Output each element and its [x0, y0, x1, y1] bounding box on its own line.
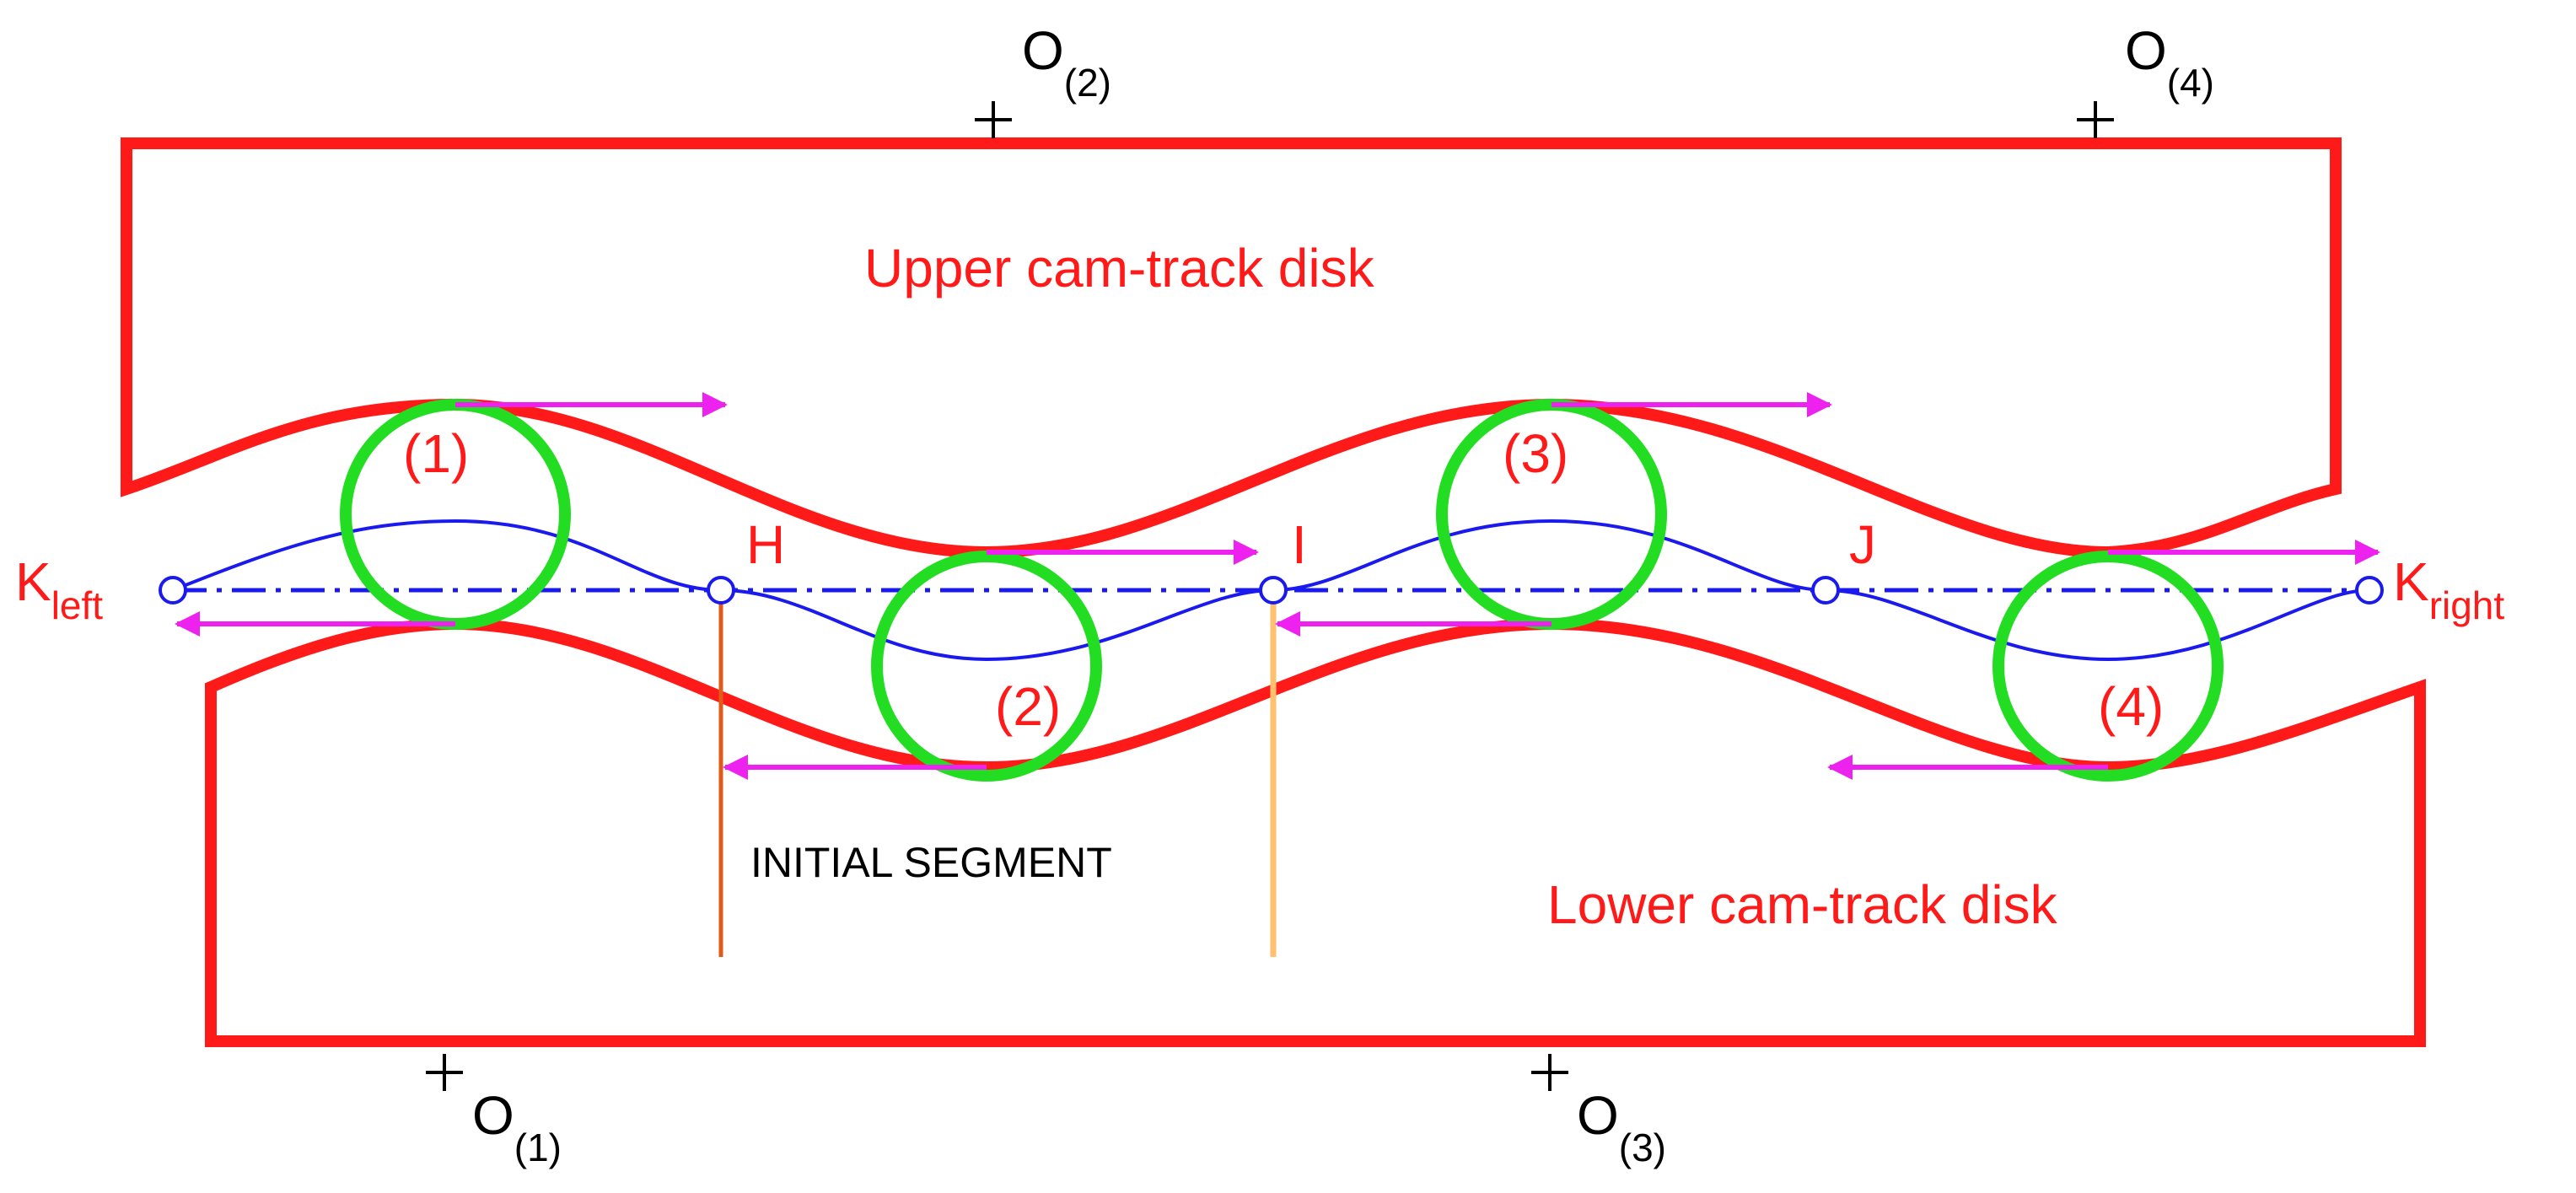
center-o2-sub: (2): [1064, 61, 1111, 105]
center-o1-sub: (1): [514, 1126, 562, 1169]
center-mark-o3: [1531, 1054, 1568, 1091]
center-o3-main: O: [1577, 1085, 1619, 1146]
center-o2-label: O(2): [1022, 20, 1111, 105]
roller-1-label: (1): [403, 423, 469, 484]
center-mark-o4: [2077, 101, 2114, 138]
roller-2-label: (2): [995, 676, 1061, 737]
point-h-marker: [707, 576, 735, 605]
roller-2: [871, 551, 1102, 782]
roller-3-label: (3): [1503, 423, 1568, 484]
lower-disk-label: Lower cam-track disk: [1547, 874, 2058, 935]
center-o2-main: O: [1022, 20, 1064, 81]
point-k-right-sub: right: [2429, 583, 2505, 627]
center-o4-sub: (4): [2167, 61, 2214, 105]
roller-4: [1993, 551, 2224, 782]
point-k-right-label: Kright: [2393, 551, 2504, 627]
center-o1-main: O: [472, 1085, 514, 1146]
point-j-label: J: [1849, 514, 1876, 575]
upper-disk-label: Upper cam-track disk: [864, 238, 1375, 298]
center-o3-label: O(3): [1577, 1085, 1666, 1169]
lower-cam-track-disk: [205, 617, 2426, 1047]
roller-4-label: (4): [2098, 676, 2164, 737]
center-o4-main: O: [2125, 20, 2167, 81]
center-o1-label: O(1): [472, 1085, 562, 1169]
center-mark-o2: [975, 101, 1012, 138]
upper-cam-track-disk: [121, 137, 2342, 559]
point-k-right-main: K: [2393, 551, 2429, 612]
point-k-left-marker: [159, 576, 187, 605]
point-k-left-label: Kleft: [15, 551, 103, 627]
point-h-label: H: [746, 514, 785, 575]
center-o4-label: O(4): [2125, 20, 2214, 105]
center-o3-sub: (3): [1619, 1126, 1666, 1169]
point-k-right-marker: [2355, 576, 2384, 605]
point-i-label: I: [1292, 514, 1307, 575]
point-i-marker: [1259, 576, 1288, 605]
point-j-marker: [1811, 576, 1840, 605]
initial-segment-label: INITIAL SEGMENT: [750, 839, 1112, 886]
point-k-left-sub: left: [51, 583, 104, 627]
center-mark-o1: [426, 1054, 463, 1091]
point-k-left-main: K: [15, 551, 51, 612]
